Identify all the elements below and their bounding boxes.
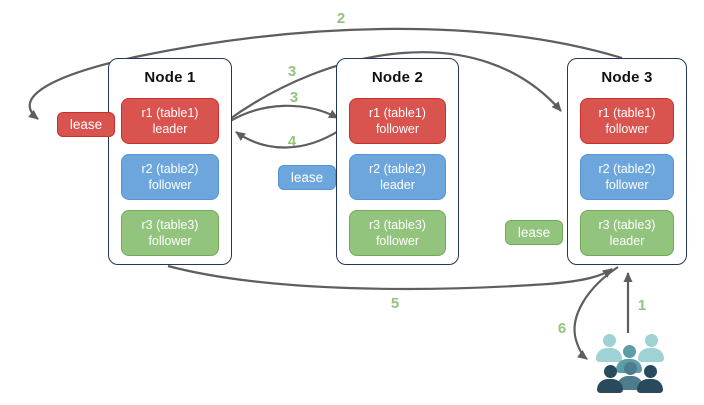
node2-replica-r3: r3 (table3) follower [349,210,446,256]
arrow-step5-node1-to-node3 [167,264,613,291]
step-label-3-short: 3 [289,89,299,106]
node3-replica-r3: r3 (table3) leader [580,210,674,256]
replica-name: r1 (table1) [369,105,426,120]
lease-badge-r3: lease [505,220,563,245]
replica-role: follower [148,234,192,248]
step-label-1: 1 [637,297,647,314]
replica-name: r1 (table1) [598,105,656,120]
step-label-2: 2 [336,10,346,27]
replica-name: r3 (table3) [369,217,426,232]
user-figure [617,362,643,390]
node1-replica-r2: r2 (table2) follower [121,154,219,200]
node-title: Node 3 [601,69,653,86]
step-label-5: 5 [390,295,400,312]
arrow-step6-node3-to-users [573,266,619,360]
user-figure [596,334,622,362]
replica-role: follower [375,122,420,136]
replica-name: r3 (table3) [598,217,656,232]
lease-badge-r2: lease [278,165,336,190]
arrow-step4-node2-to-node1 [235,129,341,149]
node-1: Node 1 r1 (table1) leader r2 (table2) fo… [108,58,232,265]
node2-replica-r1: r1 (table1) follower [349,98,446,144]
replica-name: r2 (table2) [598,161,656,176]
replica-role: leader [609,234,645,248]
replica-name: r3 (table3) [141,217,199,232]
node1-replica-r1: r1 (table1) leader [121,98,219,144]
step-label-4: 4 [287,133,297,150]
arrow-step3-node1-to-node2 [226,104,339,124]
replica-role: follower [148,178,192,192]
node-2: Node 2 r1 (table1) follower r2 (table2) … [336,58,459,265]
lease-badge-r1: lease [57,112,115,137]
step-label-6: 6 [557,320,567,337]
replica-role: leader [152,122,188,136]
replica-role: follower [605,178,649,192]
replica-role: leader [380,178,415,192]
node1-replica-r3: r3 (table3) follower [121,210,219,256]
replica-role: follower [605,122,649,136]
replica-role: follower [375,234,420,248]
arrow-step2-node3-to-lease [28,27,623,120]
node-3: Node 3 r1 (table1) follower r2 (table2) … [567,58,687,265]
step-label-3-long: 3 [287,63,297,80]
node-title: Node 1 [144,69,196,86]
replica-name: r1 (table1) [141,105,199,120]
arrow-step3-node1-to-node3 [226,51,562,122]
user-figure [637,365,663,393]
replica-name: r2 (table2) [141,161,199,176]
node2-replica-r2: r2 (table2) leader [349,154,446,200]
user-figure [597,365,623,393]
user-figure [638,334,664,362]
replica-name: r2 (table2) [369,161,426,176]
node3-replica-r2: r2 (table2) follower [580,154,674,200]
node3-replica-r1: r1 (table1) follower [580,98,674,144]
users-icon [596,334,664,398]
node-title: Node 2 [371,69,424,86]
